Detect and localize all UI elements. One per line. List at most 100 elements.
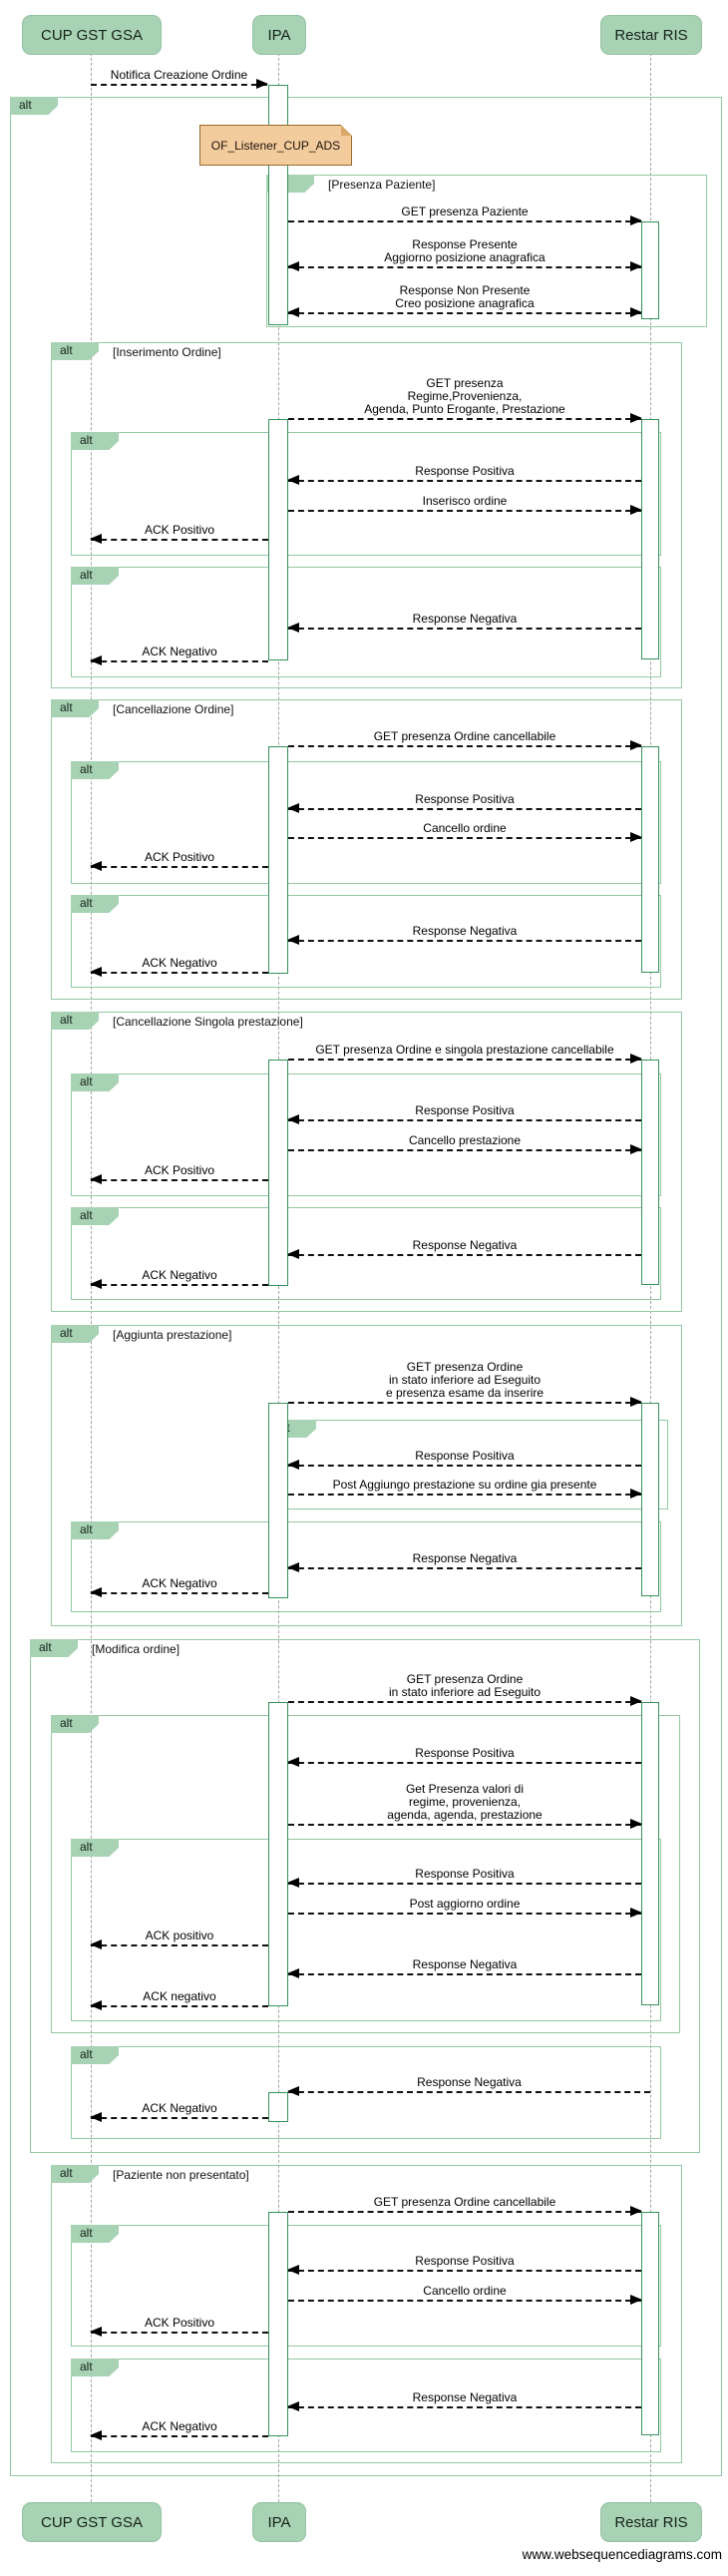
- message-line: [288, 2211, 641, 2213]
- watermark-link: www.websequencediagrams.com: [522, 2547, 722, 2562]
- message-text-line: ACK Positivo: [144, 523, 215, 537]
- message: ACK positivo: [90, 1930, 268, 1949]
- alt-frame: [30, 1639, 700, 2153]
- arrowhead-right-icon: [630, 1144, 642, 1154]
- arrowhead-left-icon: [287, 2265, 299, 2275]
- message-text: Inserisco ordine: [218, 495, 711, 508]
- alt-frame: [71, 1521, 661, 1612]
- message-line: [288, 1402, 641, 1404]
- message: Response Negativa: [287, 2076, 650, 2096]
- alt-frame-tab: alt: [71, 761, 119, 779]
- message-text: Response Negativa: [218, 2391, 711, 2404]
- arrowhead-right-icon: [630, 1819, 642, 1829]
- arrowhead-right-icon: [630, 307, 642, 317]
- message: ACK Negativo: [90, 645, 268, 665]
- message-line: [91, 1284, 268, 1286]
- arrowhead-left-icon: [90, 1939, 102, 1949]
- message: GET presenza Ordine cancellabile: [288, 2196, 642, 2216]
- message-line: [288, 1913, 641, 1915]
- alt-frame-tab: alt: [71, 2225, 119, 2243]
- message-text: ACK negativo: [21, 1990, 338, 2003]
- alt-frame: [71, 567, 661, 677]
- message-text-line: GET presenza Ordine cancellabile: [373, 729, 556, 743]
- message-line: [288, 1973, 641, 1975]
- arrowhead-left-icon: [287, 1878, 299, 1888]
- alt-frame-tab: alt: [51, 1325, 99, 1343]
- alt-frame: [51, 1012, 682, 1312]
- message-text-line: ACK Positivo: [144, 2316, 215, 2330]
- message-line: [288, 2270, 641, 2272]
- message-line: [288, 1119, 641, 1121]
- message-text: Response Positiva: [218, 465, 711, 478]
- message: Response Negativa: [287, 925, 641, 945]
- message-text: Response Negativa: [218, 925, 711, 938]
- message: Response Positiva: [287, 465, 641, 485]
- arrowhead-left-icon: [90, 534, 102, 544]
- message-line: [288, 510, 641, 512]
- message: Cancello prestazione: [288, 1134, 642, 1154]
- arrowhead-left-icon: [287, 2401, 299, 2411]
- message-text-line: Response Positiva: [415, 2254, 515, 2268]
- alt-frame-tab: alt: [71, 1839, 119, 1857]
- arrowhead-right-icon: [630, 1397, 642, 1407]
- message-line: [288, 480, 641, 482]
- activation-bar: [268, 1403, 288, 1598]
- condition-label: [Cancellazione Ordine]: [113, 702, 234, 716]
- alt-frame: [71, 432, 661, 556]
- alt-frame: [51, 342, 682, 688]
- activation-bar: [641, 419, 659, 659]
- activation-bar: [641, 1403, 659, 1596]
- message-text: Cancello prestazione: [218, 1134, 711, 1147]
- arrowhead-right-icon: [630, 740, 642, 750]
- message-text-line: e presenza esame da inserire: [385, 1386, 545, 1400]
- message: GET presenza Ordine e singola prestazion…: [288, 1044, 642, 1064]
- message-text: Cancello ordine: [218, 822, 711, 835]
- arrowhead-right-icon: [630, 2295, 642, 2305]
- message-text-line: ACK negativo: [143, 1989, 216, 2003]
- message-text: Response Negativa: [218, 2076, 720, 2089]
- message-text-line: Response Negativa: [412, 1551, 518, 1565]
- message-text: Response Negativa: [218, 1239, 711, 1252]
- message-line: [288, 2091, 650, 2093]
- alt-frame: [51, 1715, 680, 2033]
- arrowhead-right-icon: [256, 79, 268, 89]
- arrowhead-right-icon: [630, 2206, 642, 2216]
- activation-bar: [641, 1702, 659, 2005]
- message: Response Positiva: [287, 1868, 641, 1888]
- message-text-line: Response Positiva: [415, 792, 515, 806]
- arrowhead-right-icon: [630, 1908, 642, 1918]
- message-text: Response Negativa: [218, 613, 711, 626]
- participant-box-bottom-cup-gst-gsa: CUP GST GSA: [22, 2502, 162, 2542]
- arrowhead-right-icon: [630, 413, 642, 423]
- arrowhead-right-icon: [630, 1696, 642, 1706]
- message-text-line: Response Negativa: [417, 2075, 522, 2089]
- message-line: [288, 2300, 641, 2302]
- arrowhead-left-icon: [287, 1249, 299, 1259]
- arrowhead-right-icon: [630, 1054, 642, 1064]
- message-line: [288, 940, 641, 942]
- message-text-line: GET presenza Ordine: [406, 1360, 524, 1374]
- message: Post Aggiungo prestazione su ordine gia …: [288, 1479, 642, 1499]
- message-text: ACK Negativo: [21, 2420, 338, 2433]
- arrowhead-right-icon: [630, 832, 642, 842]
- message-line: [91, 539, 268, 541]
- message: ACK Negativo: [90, 1269, 268, 1289]
- message-text: Response Positiva: [218, 1868, 711, 1881]
- arrowhead-left-icon: [287, 261, 299, 271]
- message-text-line: Response Positiva: [415, 1867, 515, 1881]
- arrowhead-right-icon: [630, 261, 642, 271]
- message: Inserisco ordine: [288, 495, 642, 515]
- message-text-line: ACK Negativo: [142, 2101, 217, 2115]
- message-text: GET presenza Ordine e singola prestazion…: [218, 1044, 711, 1057]
- message-line: [288, 1701, 641, 1703]
- arrowhead-left-icon: [90, 967, 102, 977]
- message-text-line: Cancello prestazione: [408, 1133, 522, 1147]
- message-text-line: Response Negativa: [412, 2390, 518, 2404]
- message-text-line: ACK positivo: [145, 1929, 214, 1942]
- participant-box-bottom-ipa: IPA: [252, 2502, 306, 2542]
- message-line: [91, 2005, 268, 2007]
- message-line: [288, 266, 641, 268]
- message-line: [91, 2117, 268, 2119]
